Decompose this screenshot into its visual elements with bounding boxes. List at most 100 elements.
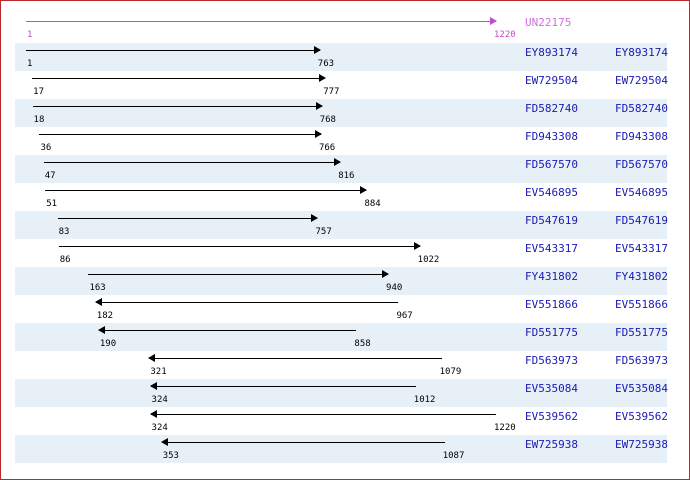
accession-link[interactable]: EV551866	[525, 298, 578, 311]
accession-link[interactable]: EV535084	[525, 382, 578, 395]
accession-link[interactable]: EW729504	[525, 74, 578, 87]
reverse-alignment-arrow	[94, 298, 399, 306]
alignment-end-coord: 757	[315, 227, 332, 237]
accession-link-secondary[interactable]: EV546895	[615, 186, 668, 199]
alignment-end-coord: 858	[354, 339, 371, 349]
accession-link-secondary[interactable]: FD943308	[615, 130, 668, 143]
alignment-start-coord: 182	[96, 311, 114, 321]
accession-link[interactable]: EY893174	[525, 46, 578, 59]
alignment-end-coord: 816	[338, 171, 355, 181]
alignment-end-coord: 1022	[417, 255, 440, 265]
accession-link[interactable]: FD582740	[525, 102, 578, 115]
arrow-left-icon	[160, 438, 168, 446]
accession-link[interactable]: FD567570	[525, 158, 578, 171]
accession-link-secondary[interactable]: EW729504	[615, 74, 668, 87]
forward-alignment-arrow	[26, 46, 321, 54]
accession-link[interactable]: FY431802	[525, 270, 578, 283]
reverse-alignment-arrow	[160, 438, 445, 446]
alignment-start-coord: 190	[99, 339, 117, 349]
arrow-right-icon	[360, 186, 368, 194]
forward-alignment-arrow	[58, 242, 421, 250]
accession-link-secondary[interactable]: FD551775	[615, 326, 668, 339]
alignment-end-coord: 1012	[413, 395, 436, 405]
accession-link-secondary[interactable]: FD563973	[615, 354, 668, 367]
alignment-start-coord: 51	[46, 199, 58, 209]
accession-link[interactable]: FD551775	[525, 326, 578, 339]
accession-link-secondary[interactable]: EV539562	[615, 410, 668, 423]
alignment-start-coord: 18	[33, 115, 45, 125]
alignment-start-coord: 17	[33, 87, 44, 97]
alignment-row: 190 858 FD551775 FD551775	[1, 323, 689, 351]
alignment-end-coord: 763	[317, 59, 335, 69]
alignment-end-coord: 940	[386, 283, 403, 293]
alignment-start-coord: 83	[58, 227, 70, 237]
alignment-row: 51 884 EV546895 EV546895	[1, 183, 689, 211]
arrow-right-icon	[315, 102, 323, 110]
row-band	[15, 99, 667, 127]
alignment-end-coord: 1220	[494, 423, 516, 433]
alignment-end-coord: 967	[396, 311, 413, 321]
alignment-row: 47 816 FD567570 FD567570	[1, 155, 689, 183]
row-band	[15, 43, 667, 71]
accession-link-secondary[interactable]: FD582740	[615, 102, 668, 115]
alignment-row: 83 757 FD547619 FD547619	[1, 211, 689, 239]
reference-end-coord: 1220	[494, 30, 516, 40]
arrow-right-icon	[319, 74, 327, 82]
accession-link-secondary[interactable]: EV551866	[615, 298, 668, 311]
arrow-right-icon	[334, 158, 342, 166]
reference-accession-link[interactable]: UN22175	[525, 16, 572, 29]
alignment-start-coord: 163	[89, 283, 106, 293]
alignment-start-coord: 86	[59, 255, 71, 265]
accession-link[interactable]: EV543317	[525, 242, 578, 255]
alignment-end-coord: 884	[364, 199, 381, 209]
alignment-start-coord: 47	[44, 171, 56, 181]
accession-link-secondary[interactable]: EV543317	[615, 242, 668, 255]
arrow-left-icon	[148, 354, 156, 362]
row-band	[15, 267, 667, 295]
alignment-row: 182 967 EV551866 EV551866	[1, 295, 689, 323]
reverse-alignment-arrow	[149, 410, 496, 418]
alignment-start-coord: 324	[151, 395, 168, 405]
arrow-right-icon	[311, 214, 319, 222]
alignment-end-coord: 768	[319, 115, 336, 125]
alignment-start-coord: 353	[162, 451, 179, 461]
alignment-row: 353 1087 EW725938 EW725938	[1, 435, 689, 463]
arrow-left-icon	[97, 326, 105, 334]
accession-link-secondary[interactable]: FD547619	[615, 214, 668, 227]
forward-alignment-arrow	[32, 74, 327, 82]
forward-alignment-arrow	[39, 130, 322, 138]
accession-link[interactable]: EV539562	[525, 410, 578, 423]
row-band	[15, 435, 667, 463]
accession-link-secondary[interactable]: FY431802	[615, 270, 668, 283]
forward-alignment-arrow	[57, 214, 319, 222]
arrow-right-icon	[313, 46, 321, 54]
alignment-start-coord: 36	[40, 143, 52, 153]
arrow-left-icon	[149, 382, 157, 390]
row-band	[15, 323, 667, 351]
accession-link-secondary[interactable]: EV535084	[615, 382, 668, 395]
arrow-left-icon	[149, 410, 157, 418]
alignment-end-coord: 777	[323, 87, 340, 97]
forward-alignment-arrow	[88, 270, 390, 278]
accession-link[interactable]: FD943308	[525, 130, 578, 143]
reverse-alignment-arrow	[149, 382, 416, 390]
accession-link[interactable]: FD547619	[525, 214, 578, 227]
reverse-alignment-arrow	[97, 326, 357, 334]
alignment-start-coord: 321	[150, 367, 167, 377]
accession-link[interactable]: EV546895	[525, 186, 578, 199]
alignment-end-coord: 1079	[439, 367, 462, 377]
accession-link[interactable]: EW725938	[525, 438, 578, 451]
reverse-alignment-arrow	[148, 354, 442, 362]
accession-link-secondary[interactable]: EW725938	[615, 438, 668, 451]
accession-link[interactable]: FD563973	[525, 354, 578, 367]
reference-row: 1 1220 UN22175	[1, 1, 689, 43]
alignment-end-coord: 1087	[442, 451, 465, 461]
arrow-head-icon	[490, 17, 497, 25]
accession-link-secondary[interactable]: EY893174	[615, 46, 668, 59]
accession-link-secondary[interactable]: FD567570	[615, 158, 668, 171]
alignment-row: 18 768 FD582740 FD582740	[1, 99, 689, 127]
